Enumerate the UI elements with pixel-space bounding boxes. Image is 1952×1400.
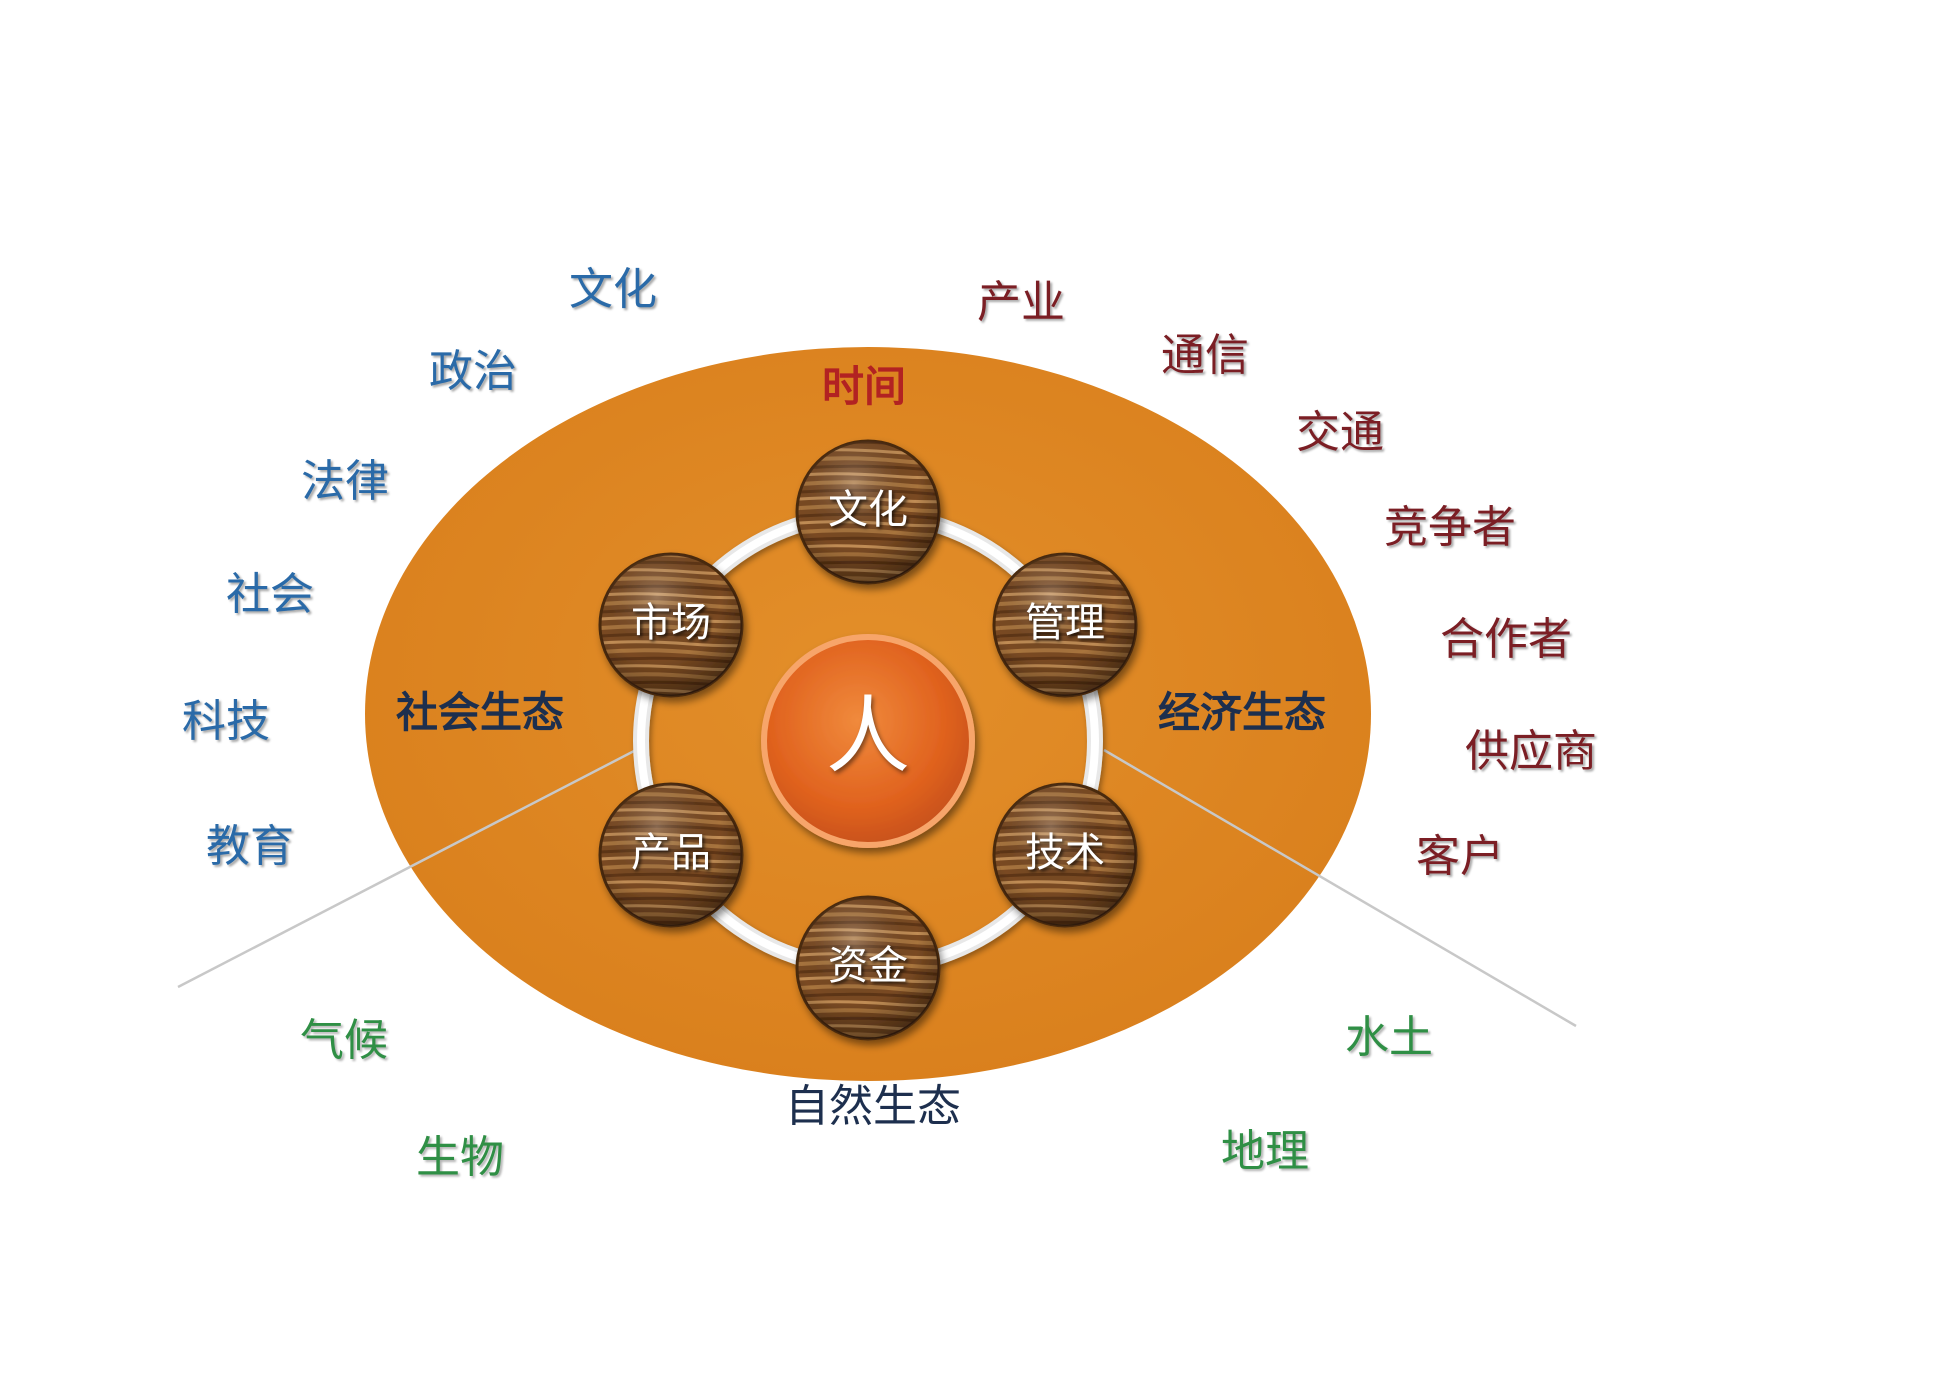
economic-factor-industry: 产业	[977, 277, 1065, 328]
social-factor-law: 法律	[301, 456, 389, 507]
ring-node-capital: 资金	[828, 943, 908, 989]
time-label: 时间	[821, 362, 907, 411]
node-disc-management	[992, 552, 1138, 698]
social-factor-education: 教育	[206, 821, 294, 872]
node-disc-product	[598, 782, 744, 928]
economic-factor-partners: 合作者	[1440, 614, 1572, 665]
ring-node-management: 管理	[1025, 600, 1105, 646]
natural-factor-climate: 气候	[300, 1015, 388, 1066]
node-disc-capital	[795, 895, 941, 1041]
natural-ecosystem-label: 自然生态	[785, 1081, 961, 1132]
economic-factor-competitors: 竞争者	[1384, 502, 1516, 553]
social-factor-technology: 科技	[182, 696, 270, 747]
divider-line-left	[177, 748, 637, 989]
ring-node-culture: 文化	[828, 487, 908, 533]
node-disc-culture	[795, 439, 941, 585]
economic-factor-transport: 交通	[1296, 407, 1384, 458]
natural-factor-biology: 生物	[416, 1132, 504, 1183]
node-disc-technology	[992, 782, 1138, 928]
social-ecosystem-label: 社会生态	[395, 688, 565, 737]
economic-ecosystem-label: 经济生态	[1157, 688, 1327, 737]
natural-factor-geography: 地理	[1221, 1126, 1309, 1177]
economic-factor-communication: 通信	[1161, 330, 1249, 381]
natural-factor-water-soil: 水土	[1345, 1012, 1433, 1063]
social-factor-society: 社会	[226, 569, 314, 620]
divider-line-right	[1103, 748, 1577, 1028]
ring-node-market: 市场	[631, 600, 711, 646]
economic-factor-customers: 客户	[1416, 831, 1504, 882]
social-factor-politics: 政治	[429, 346, 517, 397]
node-disc-market	[598, 552, 744, 698]
ring-node-technology: 技术	[1025, 830, 1105, 876]
center-label: 人	[825, 687, 911, 785]
economic-factor-suppliers: 供应商	[1465, 726, 1597, 777]
social-factor-culture: 文化	[569, 264, 657, 315]
center-circle	[761, 634, 975, 848]
ring-node-product: 产品	[631, 830, 711, 876]
